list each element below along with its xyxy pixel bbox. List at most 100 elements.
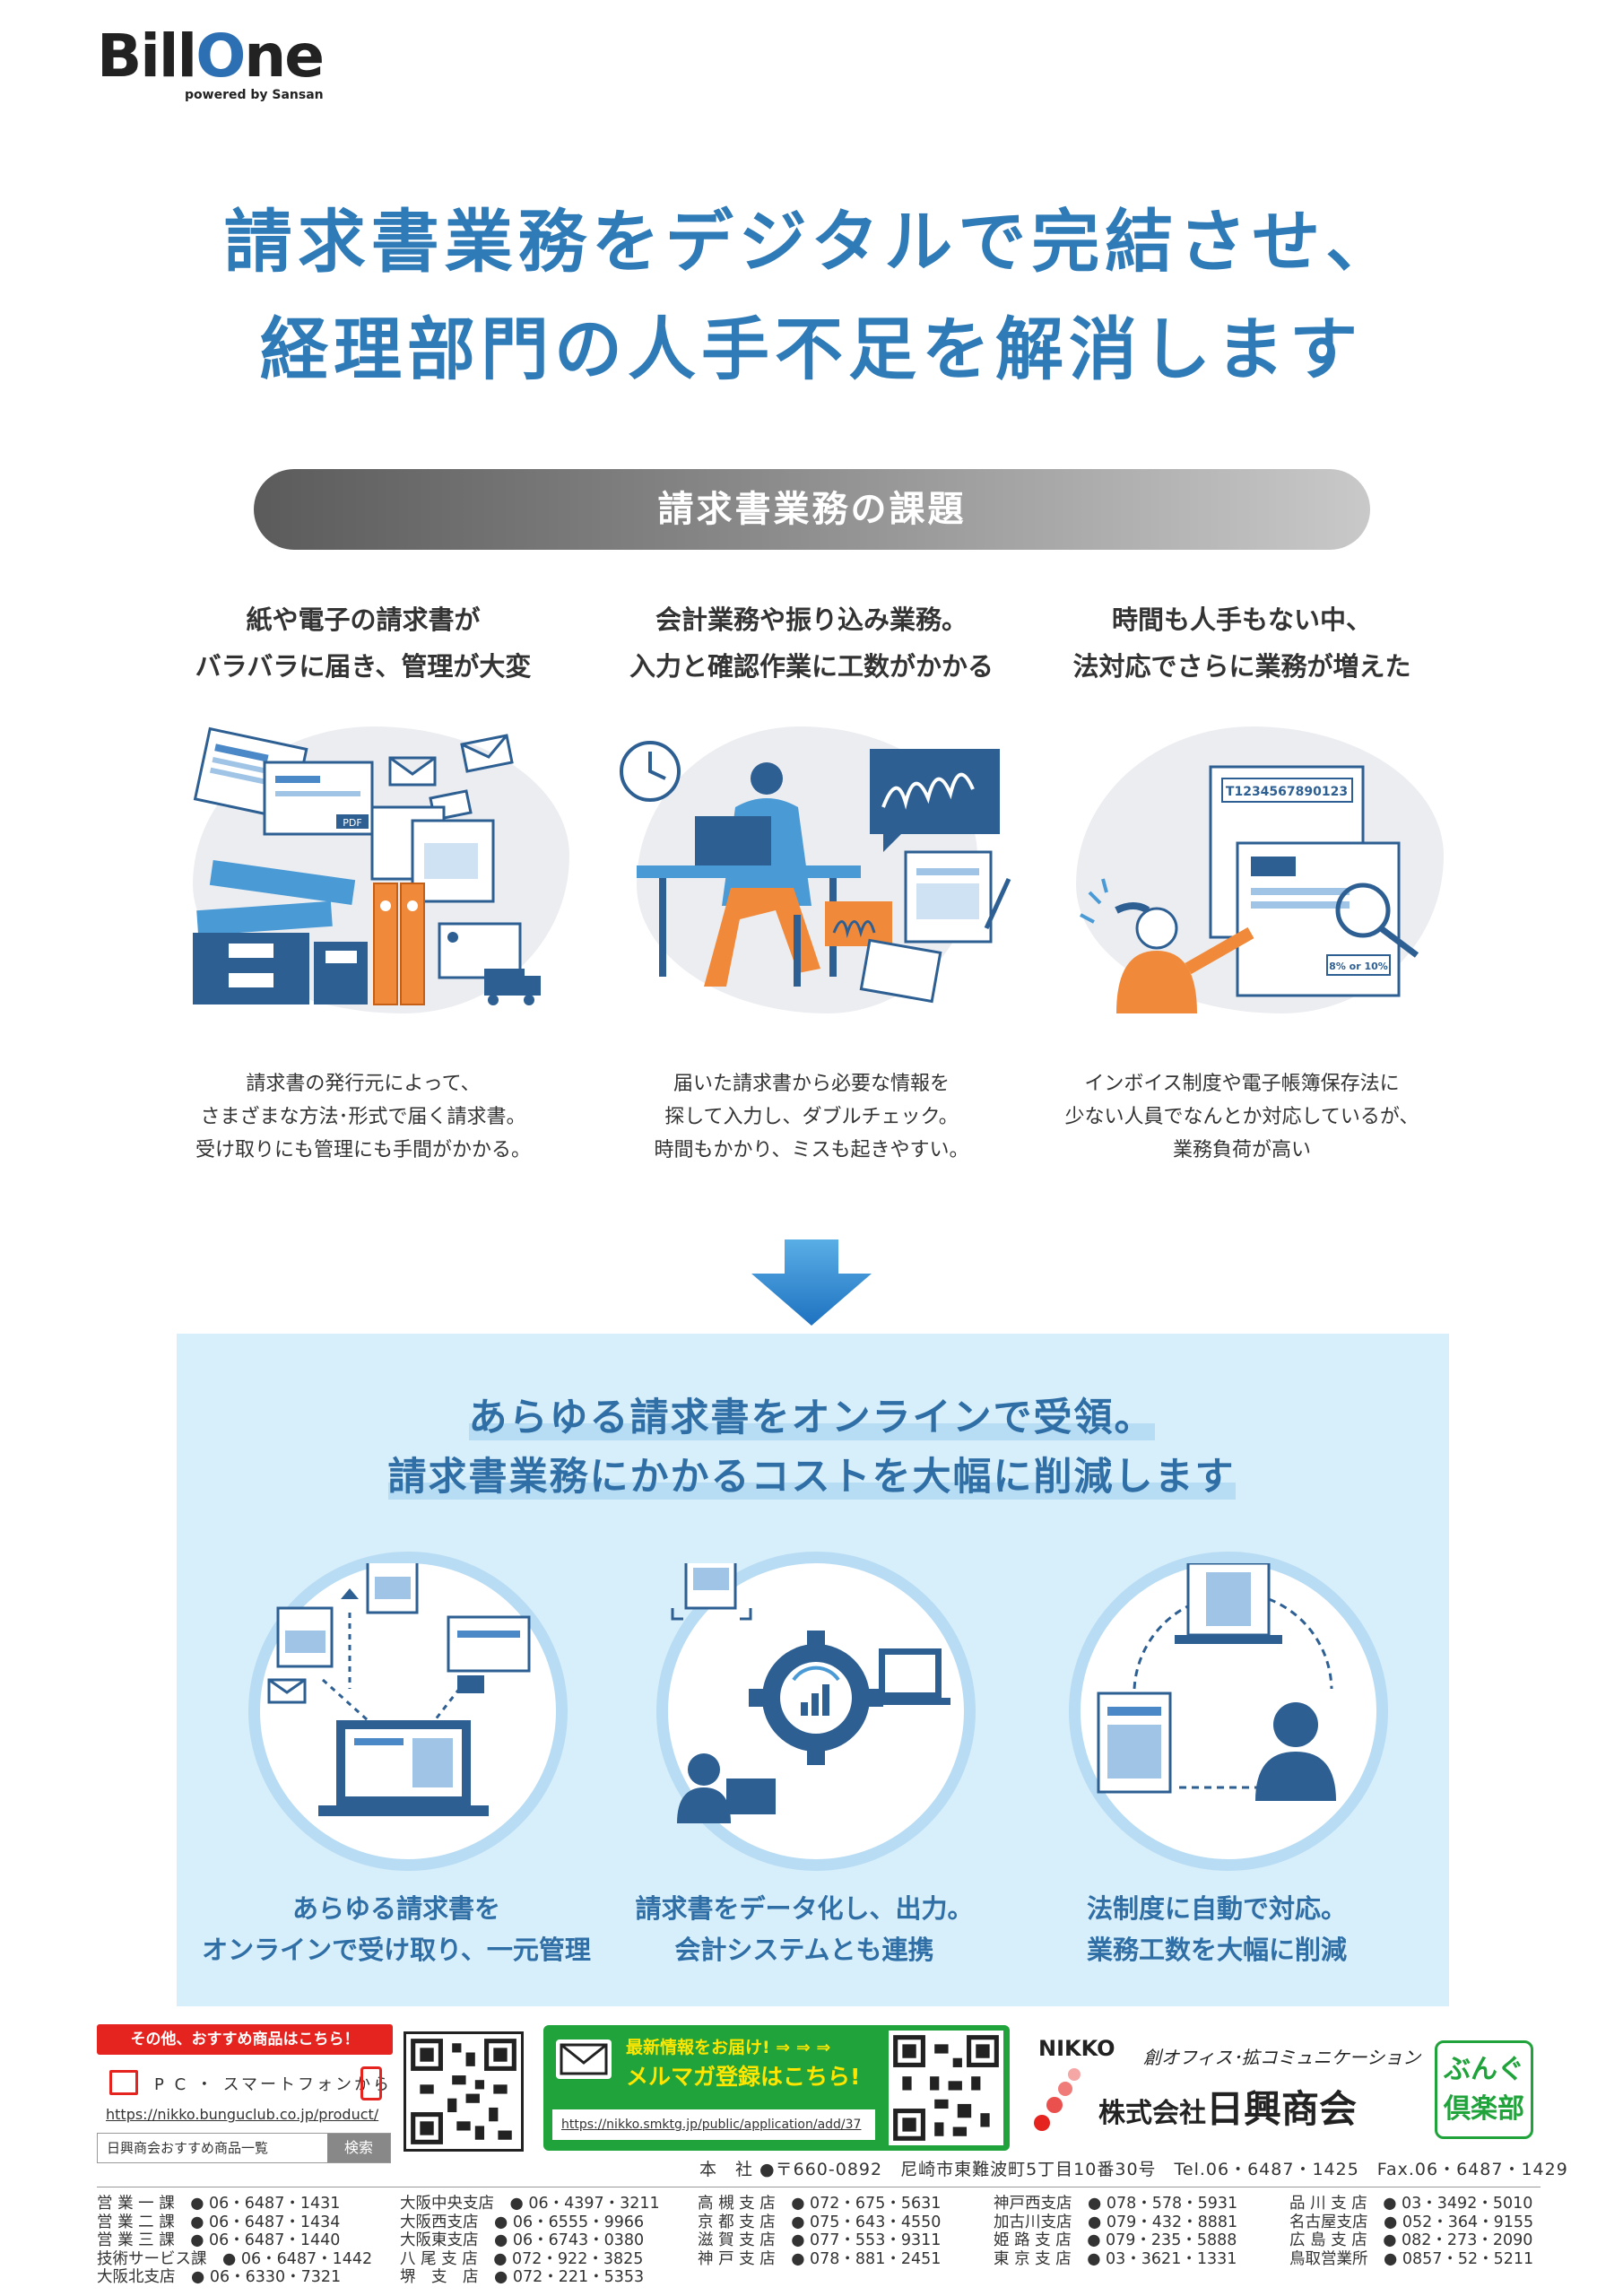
billone-logo: BillOne powered by Sansan <box>97 22 325 103</box>
branch-column-5: 品 川 支 店 ● 03・3492・5010 名古屋支店 ● 052・364・9… <box>1289 2195 1533 2268</box>
branch-entry: 神戸西支店 ● 078・578・5931 <box>994 2195 1238 2213</box>
person-working-icon <box>620 741 1011 1004</box>
branch-entry: 品 川 支 店 ● 03・3492・5010 <box>1289 2195 1533 2213</box>
solution-caption-2-line-2: 会計システムとも連携 <box>674 1935 934 1965</box>
challenge-desc-1-line-3: 受け取りにも管理にも手間がかかる。 <box>195 1139 531 1161</box>
branch-entry: 堺 支 店 ● 072・221・5353 <box>400 2268 645 2286</box>
branch-entry: 営 業 二 課 ● 06・6487・1434 <box>97 2213 341 2231</box>
company-prefix: 株式会社 <box>1098 2098 1206 2129</box>
challenge-desc-2: 届いた請求書から必要な情報を 探して入力し、ダブルチェック。 時間もかかり、ミス… <box>569 1067 1054 1167</box>
branch-entry: 技術サービス課 ● 06・6487・1442 <box>97 2249 373 2268</box>
pc-smartphone-label: P C ・ スマートフォンから <box>154 2075 393 2094</box>
challenge-desc-3-line-2: 少ない人員でなんとか対応しているが、 <box>1064 1106 1419 1128</box>
smartphone-icon <box>360 2066 382 2100</box>
branch-entry: 鳥取営業所 ● 0857・52・5211 <box>1289 2249 1534 2268</box>
challenge-title-3-line-2: 法対応でさらに業務が増えた <box>1072 651 1411 682</box>
mail-icon <box>556 2039 612 2079</box>
branch-entry: 大阪北支店 ● 06・6330・7321 <box>97 2268 342 2286</box>
solution-caption-1: あらゆる請求書を オンラインで受け取り、一元管理 <box>163 1888 629 1970</box>
pc-icon <box>109 2070 138 2095</box>
branch-entry: 滋 賀 支 店 ● 077・553・9311 <box>698 2231 942 2249</box>
solution-caption-2-line-1: 請求書をデータ化し、出力。 <box>635 1893 974 1924</box>
solution-caption-1-line-1: あらゆる請求書を <box>291 1893 500 1924</box>
challenge-title-3: 時間も人手もない中、 法対応でさらに業務が増えた <box>1009 596 1475 690</box>
branch-entry: 大阪中央支店 ● 06・4397・3211 <box>400 2195 660 2213</box>
solution-headline-line-1: あらゆる請求書をオンラインで受領。 <box>468 1396 1155 1440</box>
branch-entry: 姫 路 支 店 ● 079・235・5888 <box>994 2231 1237 2249</box>
newsletter-line-1: 最新情報をお届け! ⇒ ⇒ ⇒ <box>626 2038 831 2057</box>
solution-circle-1 <box>248 1552 568 1871</box>
auto-compliance-icon <box>1097 1561 1336 1801</box>
tax-rate-label: 8% or 10% <box>1329 961 1388 972</box>
solution-caption-3: 法制度に自動で対応。 業務工数を大幅に削減 <box>984 1888 1450 1970</box>
challenge-desc-2-line-1: 届いた請求書から必要な情報を <box>673 1073 950 1095</box>
company-slogan: 創オフィス･拡コミュニケーション <box>1143 2047 1421 2068</box>
club-line-2: 倶楽部 <box>1444 2093 1524 2125</box>
branch-entry: 広 島 支 店 ● 082・273・2090 <box>1289 2231 1533 2249</box>
product-url-link[interactable]: https://nikko.bunguclub.co.jp/product/ <box>106 2106 379 2123</box>
challenge-desc-3-line-1: インボイス制度や電子帳簿保存法に <box>1084 1073 1400 1095</box>
headquarters-address: 本 社 ●〒660-0892 尼崎市東難波町5丁目10番30号 Tel.06・6… <box>699 2160 1568 2179</box>
branch-entry: 大阪西支店 ● 06・6555・9966 <box>400 2213 645 2231</box>
product-qr-code[interactable] <box>404 2031 524 2152</box>
branch-column-1: 営 業 一 課 ● 06・6487・1431 営 業 二 課 ● 06・6487… <box>97 2195 372 2287</box>
illustration-compliance: T1234567890123 8% or 10% <box>1063 709 1457 1031</box>
recommended-products-tag[interactable]: その他、おすすめ商品はこちら！ <box>97 2024 393 2055</box>
branch-list: 営 業 一 課 ● 06・6487・1431 営 業 二 課 ● 06・6487… <box>97 2187 1541 2286</box>
logo-o-letter: O <box>195 22 246 91</box>
down-arrow-icon <box>751 1239 872 1326</box>
challenge-title-3-line-1: 時間も人手もない中、 <box>1111 604 1372 635</box>
branch-entry: 営 業 三 課 ● 06・6487・1440 <box>97 2231 341 2249</box>
solution-caption-2: 請求書をデータ化し、出力。 会計システムとも連携 <box>571 1888 1037 1970</box>
challenge-desc-1-line-2: さまざまな方法･形式で届く請求書。 <box>200 1106 526 1128</box>
illustration-scattered-invoices: PDF <box>175 709 578 1031</box>
nikko-logo-text: NIKKO <box>1038 2036 1115 2061</box>
headline-line-1: 請求書業務をデジタルで完結させ、 <box>223 202 1400 282</box>
solution-circle-2 <box>656 1533 976 1871</box>
search-box[interactable]: 日興商会おすすめ商品一覧 検索 <box>97 2133 391 2163</box>
logo-tagline: powered by Sansan <box>185 88 324 102</box>
invoice-number-label: T1234567890123 <box>1226 785 1348 799</box>
newsletter-qr-code[interactable] <box>889 2031 1003 2145</box>
branch-entry: 加古川支店 ● 079・432・8881 <box>994 2213 1238 2231</box>
branch-entry: 営 業 一 課 ● 06・6487・1431 <box>97 2195 341 2213</box>
company-name: 株式会社日興商会 <box>1098 2079 1357 2134</box>
data-conversion-icon <box>671 1533 950 1823</box>
bungu-club-logo: ぶんぐ 倶楽部 <box>1435 2040 1533 2139</box>
newsletter-url-link[interactable]: https://nikko.smktg.jp/public/applicatio… <box>552 2109 875 2140</box>
newsletter-banner[interactable]: 最新情報をお届け! ⇒ ⇒ ⇒ メルマガ登録はこちら! https://nikk… <box>543 2025 1010 2151</box>
challenge-desc-2-line-3: 時間もかかり、ミスも起きやすい。 <box>654 1139 969 1161</box>
club-line-1: ぶんぐ <box>1444 2054 1524 2085</box>
branch-entry: 高 槻 支 店 ● 072・675・5631 <box>698 2195 942 2213</box>
solution-caption-1-line-2: オンラインで受け取り、一元管理 <box>202 1935 591 1965</box>
branch-column-3: 高 槻 支 店 ● 072・675・5631 京 都 支 店 ● 075・643… <box>698 2195 941 2268</box>
branch-entry: 京 都 支 店 ● 075・643・4550 <box>698 2213 942 2231</box>
newsletter-line-2: メルマガ登録はこちら! <box>626 2064 861 2090</box>
centralized-receiving-icon <box>267 1552 531 1816</box>
challenge-desc-3-line-3: 業務負荷が高い <box>1172 1139 1311 1161</box>
challenges-title-bar: 請求書業務の課題 <box>254 469 1370 550</box>
logo-text: BillOne <box>97 22 325 91</box>
search-query: 日興商会おすすめ商品一覧 <box>107 2140 269 2156</box>
solution-headline-line-2: 請求書業務にかかるコストを大幅に削減します <box>387 1455 1236 1500</box>
solution-headline: あらゆる請求書をオンラインで受領。 請求書業務にかかるコストを大幅に削減します <box>0 1388 1623 1507</box>
challenge-title-2: 会計業務や振り込み業務。 入力と確認作業に工数がかかる <box>578 596 1045 690</box>
branch-entry: 神 戸 支 店 ● 078・881・2451 <box>698 2249 942 2268</box>
challenge-title-1-line-2: バラバラに届き、管理が大変 <box>195 651 532 682</box>
solution-caption-3-line-2: 業務工数を大幅に削減 <box>1086 1935 1347 1965</box>
nikko-dots-logo <box>1034 2068 1081 2131</box>
branch-entry: 名古屋支店 ● 052・364・9155 <box>1289 2213 1534 2231</box>
challenge-desc-1-line-1: 請求書の発行元によって、 <box>246 1073 481 1095</box>
challenge-desc-1: 請求書の発行元によって、 さまざまな方法･形式で届く請求書。 受け取りにも管理に… <box>121 1067 605 1167</box>
challenge-desc-3: インボイス制度や電子帳簿保存法に 少ない人員でなんとか対応しているが、 業務負荷… <box>1000 1067 1484 1167</box>
headline-line-2: 経理部門の人手不足を解消します <box>260 309 1363 389</box>
search-button[interactable]: 検索 <box>327 2134 390 2162</box>
company-main-name: 日興商会 <box>1206 2087 1358 2131</box>
branch-column-4: 神戸西支店 ● 078・578・5931 加古川支店 ● 079・432・888… <box>994 2195 1237 2268</box>
illustration-data-entry <box>601 709 1022 1031</box>
solution-caption-3-line-1: 法制度に自動で対応。 <box>1086 1893 1347 1924</box>
challenge-title-1: 紙や電子の請求書が バラバラに届き、管理が大変 <box>130 596 596 690</box>
pdf-label: PDF <box>343 817 361 829</box>
challenge-title-2-line-1: 会計業務や振り込み業務。 <box>655 604 968 635</box>
branch-column-2: 大阪中央支店 ● 06・4397・3211 大阪西支店 ● 06・6555・99… <box>400 2195 660 2287</box>
